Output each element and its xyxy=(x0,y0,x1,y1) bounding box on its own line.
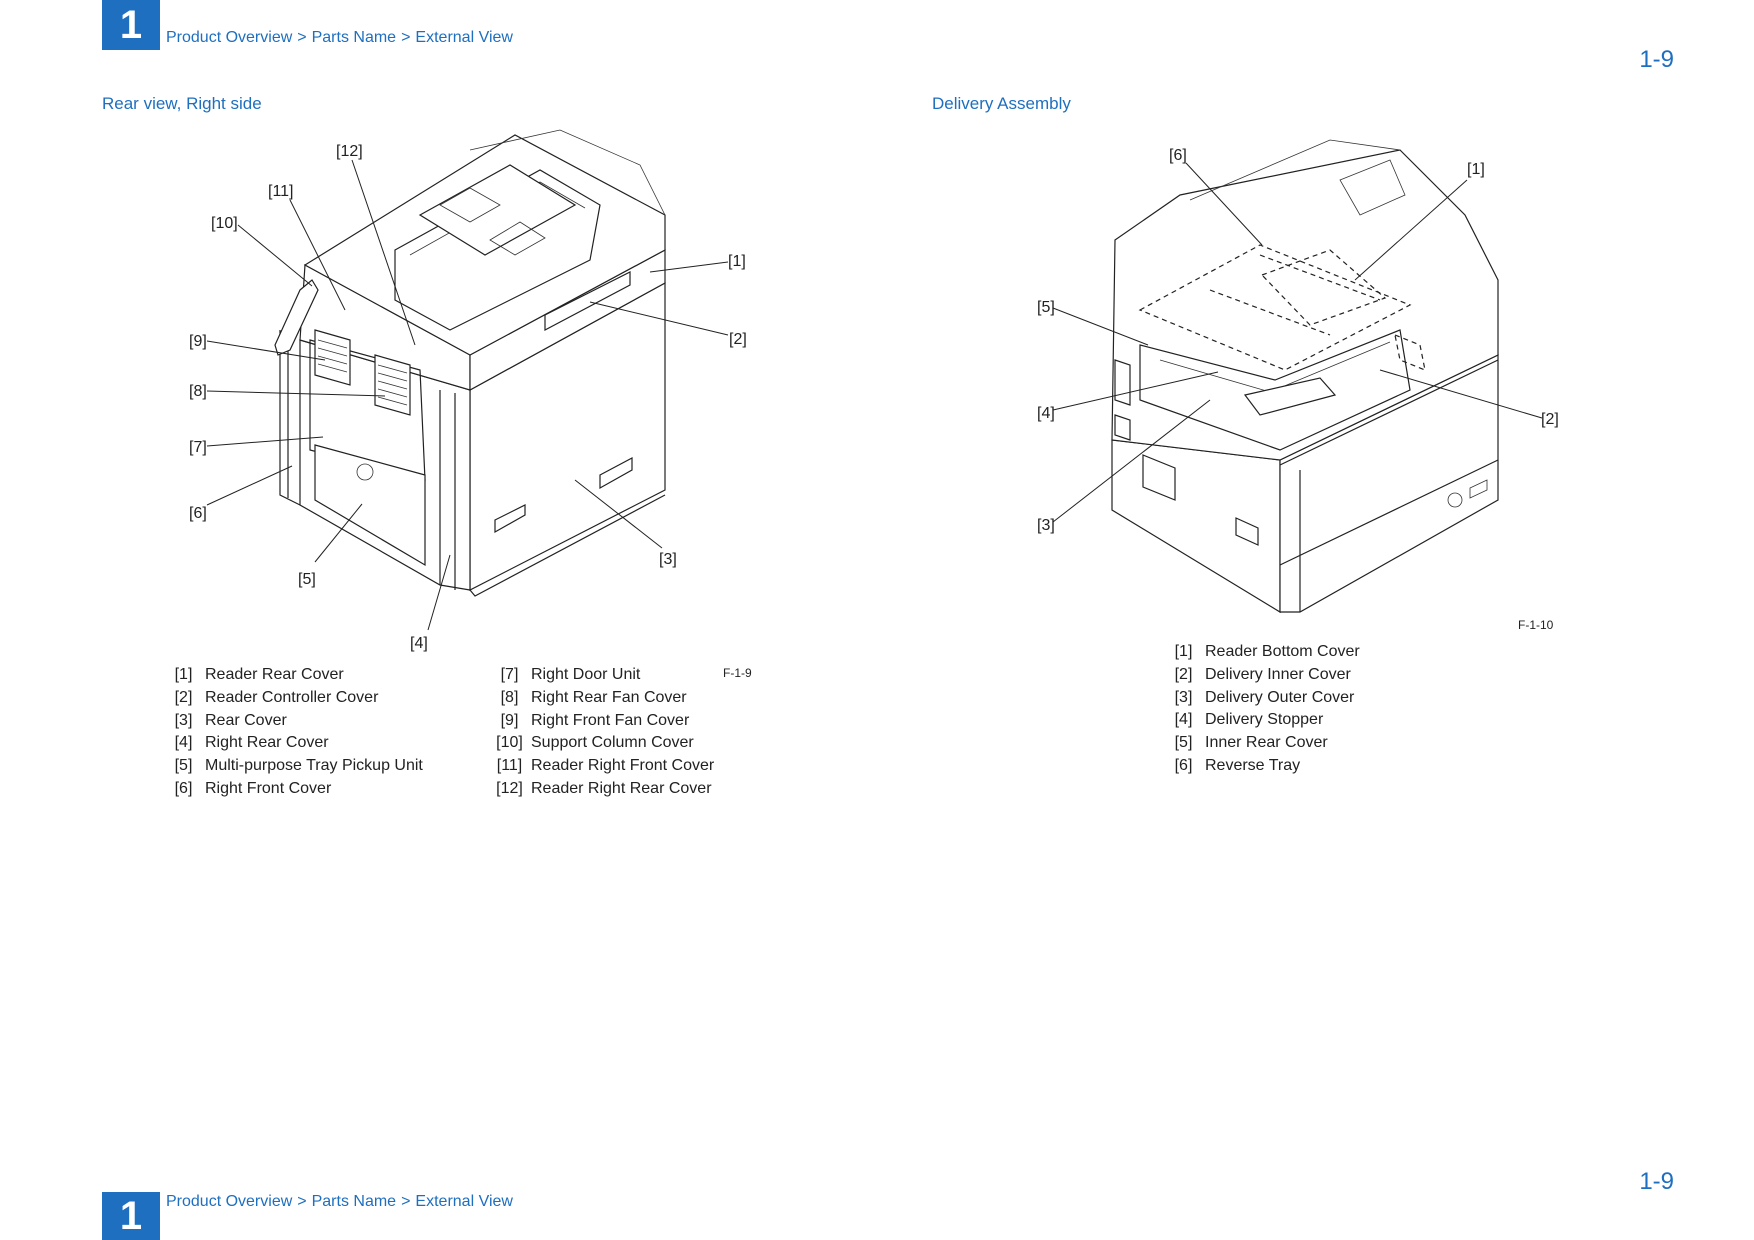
legend-number: [6] xyxy=(174,779,193,797)
callout-label: [3] xyxy=(659,551,677,568)
legend-row: [2] Delivery Inner Cover xyxy=(1162,666,1360,689)
callout-label: [1] xyxy=(1467,161,1485,178)
callout-label: [8] xyxy=(189,383,207,400)
legend-row: [9] Right Front Fan Cover xyxy=(488,712,714,735)
legend-label: Reader Controller Cover xyxy=(205,688,379,706)
legend-list-left-col1: [1] Reader Rear Cover [2] Reader Controlle… xyxy=(162,666,423,803)
breadcrumb-item[interactable]: Parts Name xyxy=(311,29,397,46)
legend-row: [1] Reader Rear Cover xyxy=(162,666,423,689)
callout-label: [4] xyxy=(1037,405,1055,422)
callout-label: [1] xyxy=(728,253,746,270)
callout-label: [2] xyxy=(729,331,747,348)
legend-label: Reader Bottom Cover xyxy=(1205,643,1360,660)
footer-page-number: 1-9 xyxy=(1639,1168,1674,1195)
legend-number: [7] xyxy=(500,666,519,683)
delivery-assembly-illustration: [6] [1] [5] [4] [2] [3] xyxy=(1037,139,1559,614)
breadcrumb-item[interactable]: Parts Name xyxy=(311,1193,397,1210)
legend-number: [8] xyxy=(500,688,519,706)
breadcrumb-item[interactable]: Product Overview xyxy=(166,1193,293,1210)
legend-row: [6] Right Front Cover xyxy=(162,780,423,803)
legend-label: Support Column Cover xyxy=(531,734,694,752)
legend-row: [2] Reader Controller Cover xyxy=(162,689,423,712)
breadcrumb-separator: > xyxy=(401,1193,411,1210)
legend-label: Right Front Cover xyxy=(205,779,332,797)
section-title-rear-view: Rear view, Right side xyxy=(102,94,262,113)
legend-label: Reverse Tray xyxy=(1205,756,1301,774)
legend-number: [11] xyxy=(496,757,523,775)
breadcrumb-item[interactable]: External View xyxy=(415,29,513,46)
callout-label: [10] xyxy=(211,215,238,232)
figure-id-f-1-9: F-1-9 xyxy=(723,666,752,680)
legend-label: Rear Cover xyxy=(205,711,287,729)
legend-row: [10] Support Column Cover xyxy=(488,734,714,757)
legend-label: Inner Rear Cover xyxy=(1205,734,1328,752)
callout-label: [4] xyxy=(410,635,428,652)
legend-number: [10] xyxy=(496,734,523,752)
legend-number: [1] xyxy=(1174,643,1193,660)
legend-number: [6] xyxy=(1174,756,1193,774)
breadcrumb-item[interactable]: Product Overview xyxy=(166,29,293,46)
legend-row: [11] Reader Right Front Cover xyxy=(488,757,714,780)
legend-label: Right Rear Cover xyxy=(205,734,329,752)
legend-number: [5] xyxy=(1174,734,1193,752)
legend-number: [2] xyxy=(1174,665,1193,683)
legend-number: [4] xyxy=(1174,711,1193,729)
section-title-delivery-assembly: Delivery Assembly xyxy=(932,94,1071,113)
legend-label: Multi-purpose Tray Pickup Unit xyxy=(205,757,423,775)
callout-label: [3] xyxy=(1037,517,1055,534)
callout-label: [7] xyxy=(189,439,207,456)
callout-label: [9] xyxy=(189,333,207,350)
legend-number: [3] xyxy=(174,711,193,729)
footer-chapter-number-badge: 1 xyxy=(102,1192,160,1240)
page-number: 1-9 xyxy=(1639,46,1674,73)
callout-label: [5] xyxy=(1037,299,1055,316)
legend-number: [1] xyxy=(174,666,193,683)
figure-id-f-1-10: F-1-10 xyxy=(1518,618,1554,632)
legend-label: Delivery Inner Cover xyxy=(1205,665,1351,683)
rear-view-illustration: [12] [11] [10] [1] [2] [9] [8] [7] [6] [… xyxy=(189,129,747,652)
breadcrumb-separator: > xyxy=(297,29,307,46)
legend-label: Delivery Stopper xyxy=(1205,711,1324,729)
legend-number: [3] xyxy=(1174,688,1193,706)
legend-number: [2] xyxy=(174,688,193,706)
legend-row: [7] Right Door Unit xyxy=(488,666,714,689)
legend-row: [5] Inner Rear Cover xyxy=(1162,734,1360,757)
callout-label: [12] xyxy=(336,143,363,160)
legend-list-right: [1] Reader Bottom Cover [2] Delivery Inner… xyxy=(1162,643,1360,780)
callout-label: [2] xyxy=(1541,411,1559,428)
breadcrumb-item[interactable]: External View xyxy=(415,1193,513,1210)
breadcrumb-separator: > xyxy=(401,29,411,46)
legend-row: [1] Reader Bottom Cover xyxy=(1162,643,1360,666)
legend-label: Reader Rear Cover xyxy=(205,666,344,683)
footer-breadcrumb: Product Overview>Parts Name>External Vie… xyxy=(166,1193,513,1211)
callout-label: [6] xyxy=(1169,147,1187,164)
legend-number: [9] xyxy=(500,711,519,729)
legend-label: Right Front Fan Cover xyxy=(531,711,690,729)
breadcrumb: Product Overview>Parts Name>External Vie… xyxy=(166,29,513,47)
legend-row: [3] Rear Cover xyxy=(162,712,423,735)
legend-number: [12] xyxy=(496,779,523,797)
legend-label: Right Door Unit xyxy=(531,666,641,683)
legend-number: [4] xyxy=(174,734,193,752)
legend-row: [8] Right Rear Fan Cover xyxy=(488,689,714,712)
legend-list-left-col2: [7] Right Door Unit [8] Right Rear Fan Cov… xyxy=(488,666,714,803)
legend-row: [6] Reverse Tray xyxy=(1162,757,1360,780)
legend-row: [4] Delivery Stopper xyxy=(1162,711,1360,734)
legend-row: [4] Right Rear Cover xyxy=(162,734,423,757)
chapter-number-badge: 1 xyxy=(102,0,160,50)
callout-label: [11] xyxy=(268,183,294,200)
legend-label: Reader Right Rear Cover xyxy=(531,779,712,797)
legend-label: Reader Right Front Cover xyxy=(531,757,715,775)
breadcrumb-separator: > xyxy=(297,1193,307,1210)
legend-number: [5] xyxy=(174,757,193,775)
legend-label: Delivery Outer Cover xyxy=(1205,688,1355,706)
callout-label: [5] xyxy=(298,571,316,588)
callout-label: [6] xyxy=(189,505,207,522)
legend-row: [5] Multi-purpose Tray Pickup Unit xyxy=(162,757,423,780)
legend-row: [12] Reader Right Rear Cover xyxy=(488,780,714,803)
legend-row: [3] Delivery Outer Cover xyxy=(1162,689,1360,712)
legend-label: Right Rear Fan Cover xyxy=(531,688,687,706)
